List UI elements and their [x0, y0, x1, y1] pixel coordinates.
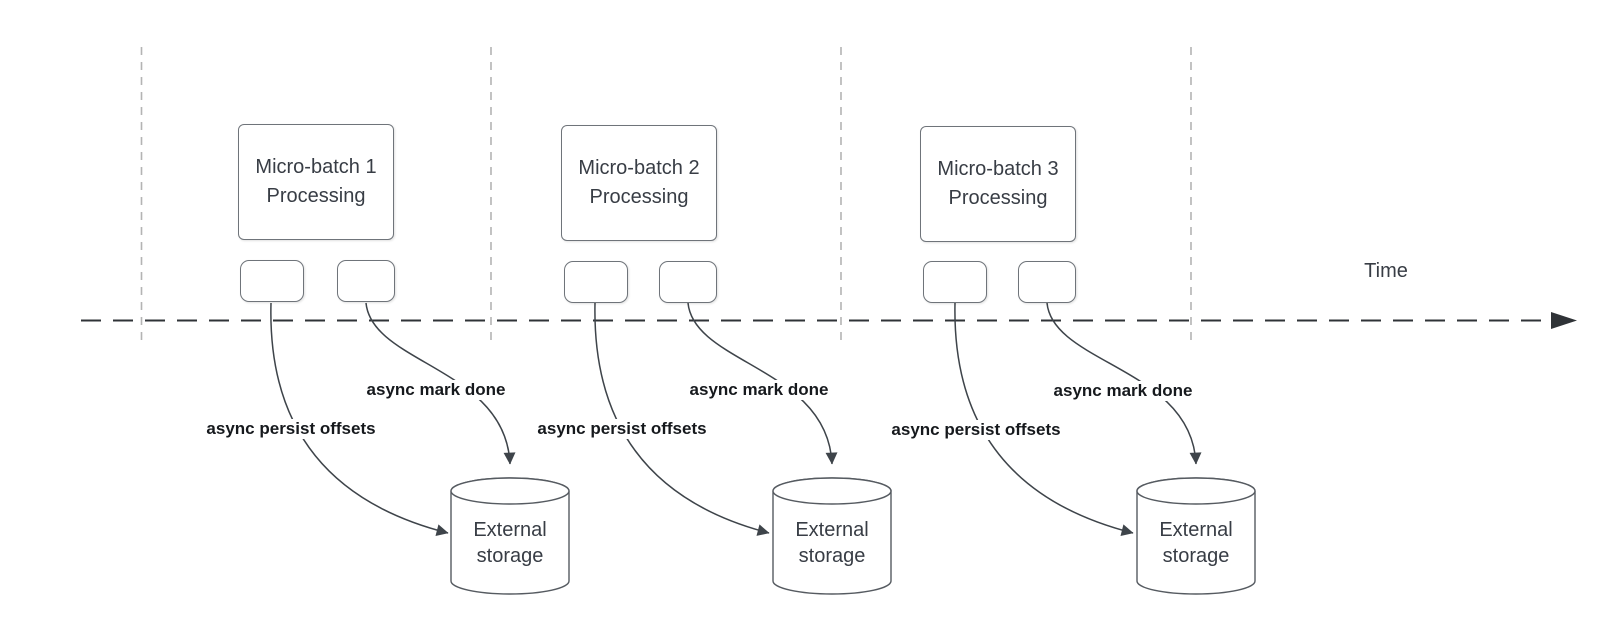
mark-done-label-2: async mark done [686, 380, 832, 400]
persist-task-box-1 [240, 260, 304, 302]
persist-offsets-arrow-1 [270, 302, 449, 536]
time-axis-arrowhead-icon [1551, 312, 1577, 329]
storage-cylinder-1 [450, 477, 570, 595]
mark-done-arrow-2 [687, 302, 838, 465]
mark-done-label-1: async mark done [363, 380, 509, 400]
external-storage-label-3: External storage [1159, 519, 1233, 567]
persist-offsets-label-3: async persist offsets [888, 420, 1064, 440]
micro-batch-1-subtitle: Processing [266, 185, 366, 207]
persist-task-box-3 [923, 261, 987, 303]
mark-done-arrow-1 [365, 302, 516, 465]
micro-batch-2-processing-box: Micro-batch 2 Processing [561, 125, 717, 241]
external-storage-label-1: External storage [473, 519, 547, 567]
persist-offsets-label-1: async persist offsets [203, 419, 379, 439]
micro-batch-2-title: Micro-batch 2 [578, 157, 700, 179]
mark-done-task-box-2 [659, 261, 717, 303]
time-axis-label: Time [1364, 260, 1408, 282]
micro-batch-2-subtitle: Processing [589, 186, 689, 208]
persist-offsets-label-2: async persist offsets [534, 419, 710, 439]
external-storage-label-2: External storage [795, 519, 869, 567]
persist-offsets-arrow-3 [954, 302, 1134, 536]
storage-cylinder-2 [772, 477, 892, 595]
persist-task-box-2 [564, 261, 628, 303]
mark-done-arrow-3 [1046, 302, 1202, 465]
micro-batch-1-title: Micro-batch 1 [255, 156, 377, 178]
storage-cylinder-3 [1136, 477, 1256, 595]
mark-done-label-3: async mark done [1050, 381, 1196, 401]
micro-batch-3-subtitle: Processing [948, 187, 1048, 209]
micro-batch-3-processing-box: Micro-batch 3 Processing [920, 126, 1076, 242]
persist-offsets-arrow-2 [594, 302, 770, 536]
mark-done-task-box-1 [337, 260, 395, 302]
mark-done-task-box-3 [1018, 261, 1076, 303]
micro-batch-1-processing-box: Micro-batch 1 Processing [238, 124, 394, 240]
micro-batch-3-title: Micro-batch 3 [937, 158, 1059, 180]
